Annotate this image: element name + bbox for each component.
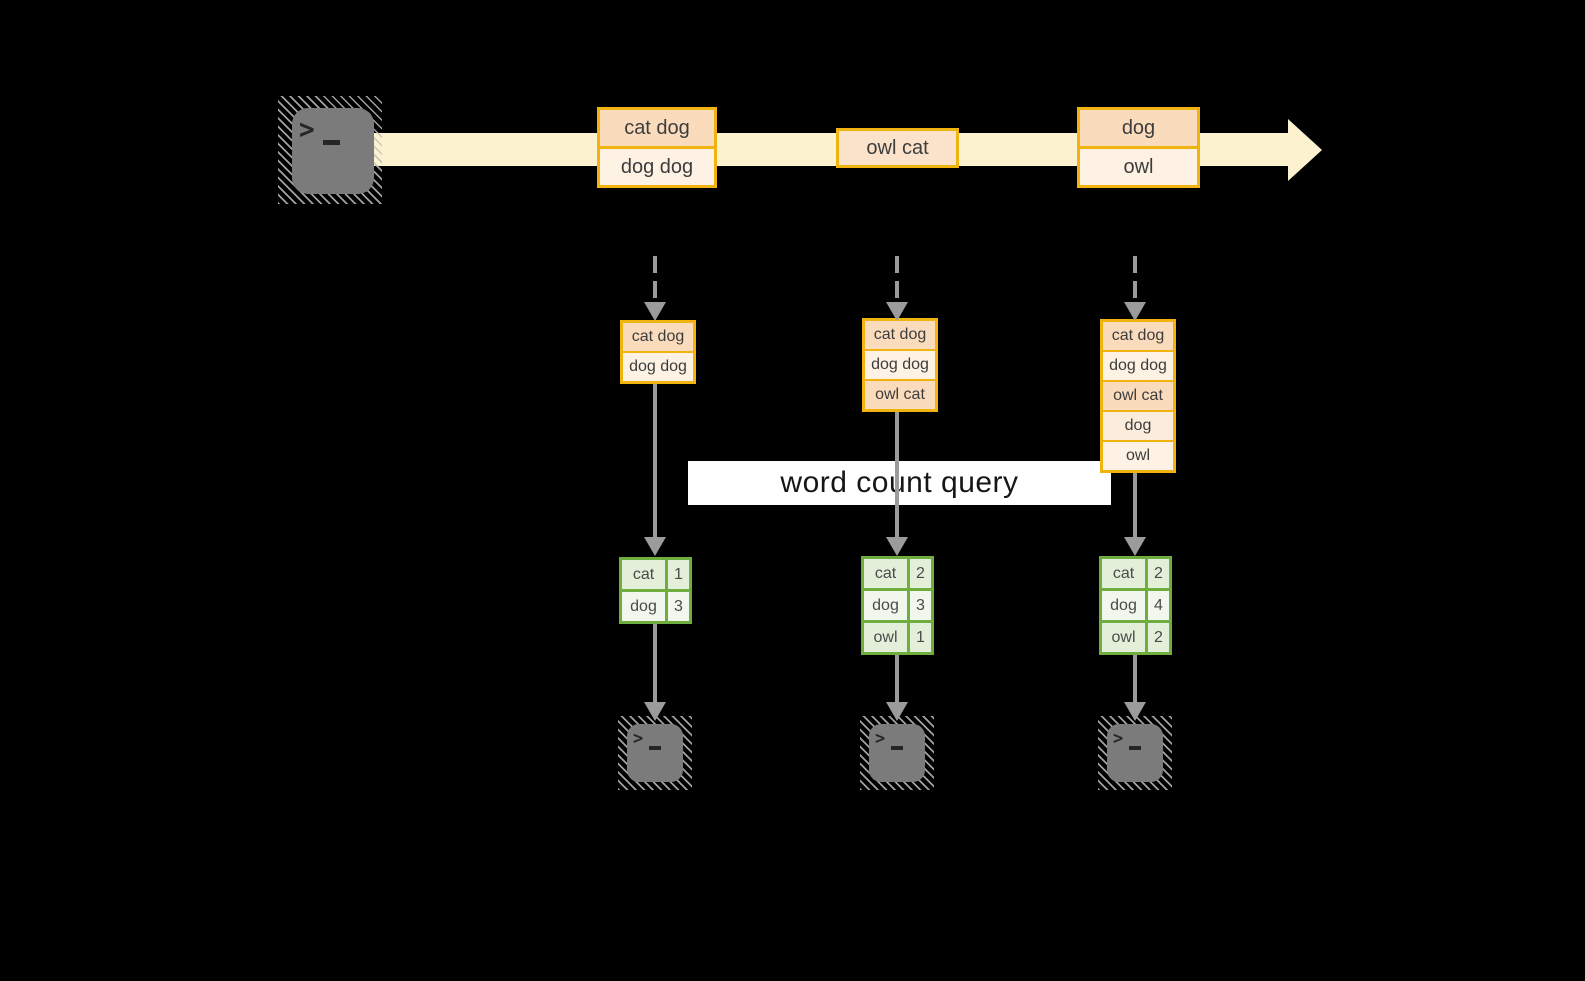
stream-message-group-3: dog owl: [1077, 107, 1200, 188]
connector-line: [653, 624, 657, 702]
state-row: dog dog: [623, 351, 693, 381]
state-row: dog dog: [1103, 350, 1173, 380]
count-word-cell: cat: [864, 559, 907, 588]
stream-message: dog dog: [600, 146, 714, 185]
connector-line: [653, 384, 657, 537]
state-stack-1: cat dog dog dog: [620, 320, 696, 384]
state-row: cat dog: [623, 323, 693, 351]
dashed-arrow-segment: [895, 256, 899, 273]
stream-message-group-1: cat dog dog dog: [597, 107, 717, 188]
terminal-cursor-icon: [891, 746, 903, 750]
dashed-arrow-head: [886, 302, 908, 321]
stream-message: dog: [1080, 110, 1197, 146]
terminal-cursor-icon: [1129, 746, 1141, 750]
output-terminal-icon: [627, 724, 683, 782]
terminal-cursor-icon: [323, 140, 340, 145]
state-row: owl: [1103, 440, 1173, 470]
source-terminal-icon: [292, 108, 374, 194]
connector-arrow-head: [886, 537, 908, 556]
stream-message: cat dog: [600, 110, 714, 146]
connector-arrow-head: [1124, 702, 1146, 721]
count-value-cell: 2: [910, 559, 931, 588]
stream-message: owl: [1080, 146, 1197, 185]
connector-arrow-head: [644, 702, 666, 721]
stream-message: owl cat: [839, 131, 956, 165]
count-value-cell: 3: [910, 591, 931, 620]
dashed-arrow-head: [644, 302, 666, 321]
state-row: owl cat: [1103, 380, 1173, 410]
count-word-cell: dog: [1102, 591, 1145, 620]
dashed-arrow-segment: [1133, 256, 1137, 273]
state-row: dog dog: [865, 349, 935, 379]
terminal-cursor-icon: [649, 746, 661, 750]
terminal-prompt-icon: >: [1113, 728, 1124, 750]
state-row: dog: [1103, 410, 1173, 440]
count-value-cell: 4: [1148, 591, 1169, 620]
dashed-arrow-segment: [653, 256, 657, 273]
count-value-cell: 1: [668, 560, 689, 589]
state-row: cat dog: [1103, 322, 1173, 350]
output-terminal-icon: [869, 724, 925, 782]
output-terminal-icon: [1107, 724, 1163, 782]
count-value-cell: 2: [1148, 623, 1169, 652]
state-stack-3: cat dog dog dog owl cat dog owl: [1100, 319, 1176, 473]
count-word-cell: cat: [622, 560, 665, 589]
state-row: cat dog: [865, 321, 935, 349]
count-value-cell: 2: [1148, 559, 1169, 588]
word-count-query-banner: word count query: [688, 461, 1111, 505]
count-word-cell: owl: [1102, 623, 1145, 652]
dashed-arrow-segment: [1133, 281, 1137, 298]
count-table-2: cat 2 dog 3 owl 1: [861, 556, 934, 655]
count-value-cell: 1: [910, 623, 931, 652]
terminal-prompt-icon: >: [875, 728, 886, 750]
count-word-cell: cat: [1102, 559, 1145, 588]
count-word-cell: owl: [864, 623, 907, 652]
dashed-arrow-segment: [895, 281, 899, 298]
dashed-arrow-head: [1124, 302, 1146, 321]
connector-arrow-head: [886, 702, 908, 721]
connector-line: [1133, 655, 1137, 702]
connector-line: [895, 412, 899, 537]
count-value-cell: 3: [668, 592, 689, 621]
state-stack-2: cat dog dog dog owl cat: [862, 318, 938, 412]
count-table-3: cat 2 dog 4 owl 2: [1099, 556, 1172, 655]
connector-line: [895, 655, 899, 702]
count-word-cell: dog: [864, 591, 907, 620]
terminal-prompt-icon: >: [633, 728, 644, 750]
connector-arrow-head: [1124, 537, 1146, 556]
count-word-cell: dog: [622, 592, 665, 621]
terminal-prompt-icon: >: [299, 114, 315, 146]
state-row: owl cat: [865, 379, 935, 409]
connector-line: [1133, 473, 1137, 537]
count-table-1: cat 1 dog 3: [619, 557, 692, 624]
dashed-arrow-segment: [653, 281, 657, 298]
connector-arrow-head: [644, 537, 666, 556]
stream-arrow-head: [1288, 119, 1322, 181]
stream-message-group-2: owl cat: [836, 128, 959, 168]
